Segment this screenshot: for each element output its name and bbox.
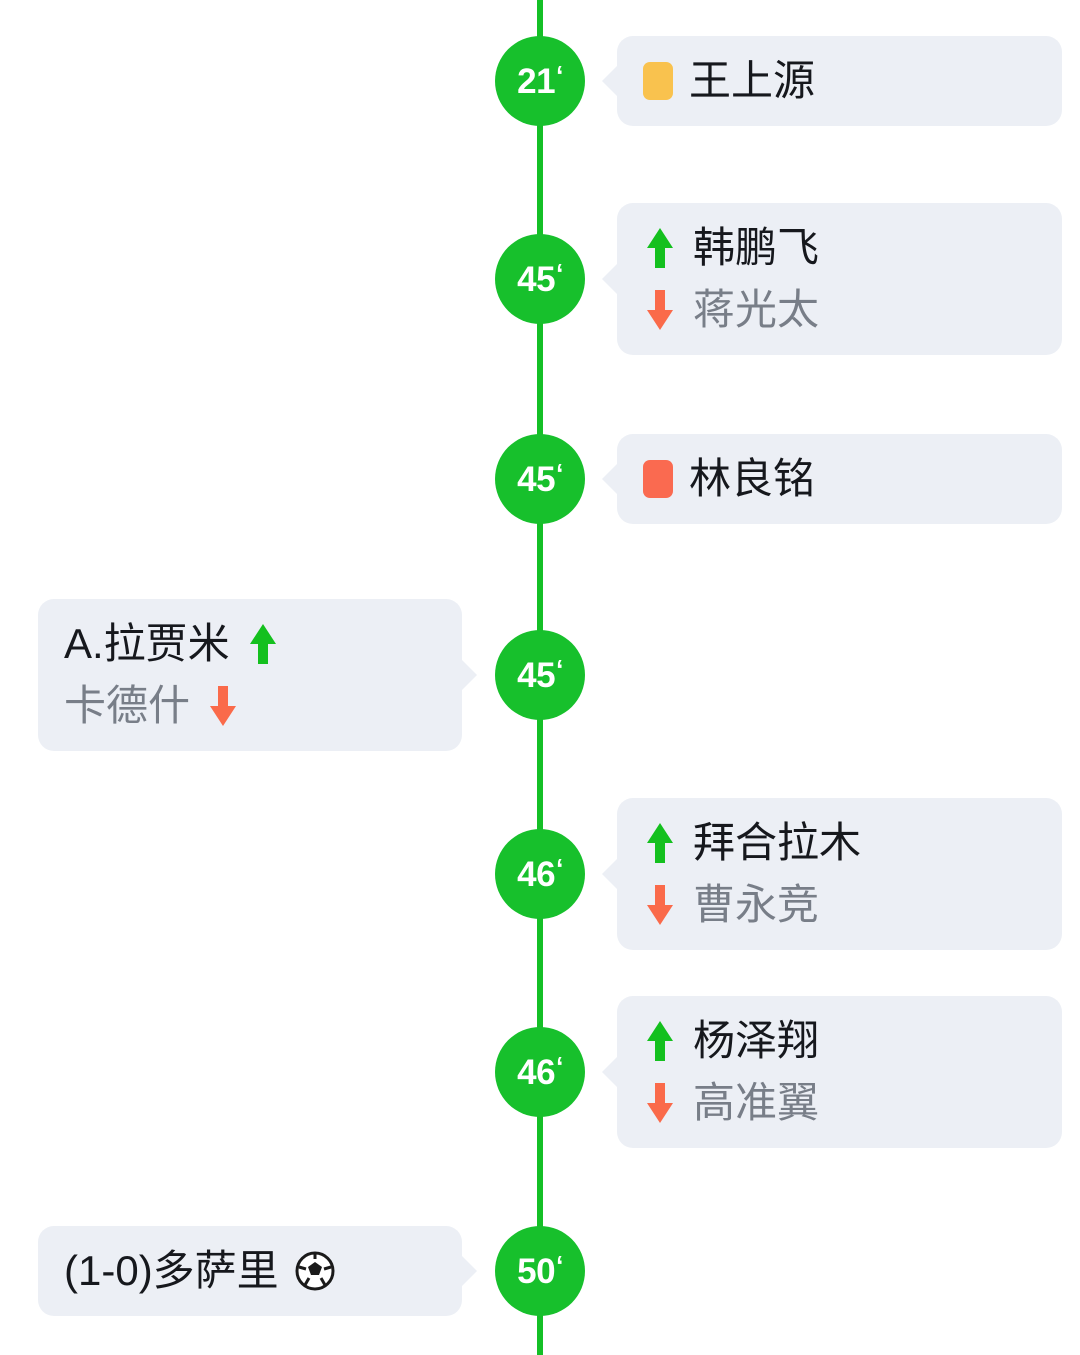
- event-line: 拜合拉木: [643, 812, 1036, 874]
- minute-value: 45‘: [517, 457, 563, 499]
- yellow-card-icon: [643, 62, 673, 100]
- player-name: 林良铭: [689, 455, 816, 502]
- event-line: 蒋光太: [643, 279, 1036, 341]
- minute-suffix: ‘: [556, 1249, 563, 1280]
- minute-suffix: ‘: [556, 852, 563, 883]
- soccer-ball-icon: [295, 1251, 335, 1291]
- event-card-substitution[interactable]: A.拉贾米卡德什: [38, 599, 462, 751]
- event-card-substitution[interactable]: 杨泽翔高准翼: [617, 996, 1062, 1148]
- sub-in-arrow-icon: [246, 622, 280, 666]
- red-card-icon: [643, 460, 673, 498]
- event-card-card[interactable]: 林良铭: [617, 434, 1062, 524]
- event-card-substitution[interactable]: 拜合拉木曹永竞: [617, 798, 1062, 950]
- minute-marker[interactable]: 46‘: [495, 829, 585, 919]
- minute-suffix: ‘: [556, 653, 563, 684]
- minute-suffix: ‘: [556, 59, 563, 90]
- event-line: 韩鹏飞: [643, 217, 1036, 279]
- sub-out-arrow-icon: [643, 288, 677, 332]
- minute-marker[interactable]: 46‘: [495, 1027, 585, 1117]
- minute-value: 46‘: [517, 852, 563, 894]
- player-name: 高准翼: [693, 1079, 820, 1126]
- minute-suffix: ‘: [556, 257, 563, 288]
- sub-out-arrow-icon: [643, 883, 677, 927]
- event-card-card[interactable]: 王上源: [617, 36, 1062, 126]
- event-line: 曹永竞: [643, 874, 1036, 936]
- minute-suffix: ‘: [556, 1050, 563, 1081]
- player-name: 蒋光太: [693, 286, 820, 333]
- player-name: A.拉贾米: [64, 620, 230, 667]
- player-name: (1-0)多萨里: [64, 1247, 279, 1294]
- event-line: 卡德什: [64, 675, 436, 737]
- event-line: 高准翼: [643, 1072, 1036, 1134]
- minute-value: 45‘: [517, 257, 563, 299]
- player-name: 拜合拉木: [693, 819, 862, 866]
- yellow-card-glyph: [643, 62, 673, 100]
- sub-out-arrow-icon: [206, 684, 240, 728]
- minute-marker[interactable]: 45‘: [495, 434, 585, 524]
- event-card-goal[interactable]: (1-0)多萨里: [38, 1226, 462, 1316]
- sub-out-arrow-icon: [643, 1081, 677, 1125]
- minute-value: 45‘: [517, 653, 563, 695]
- player-name: 卡德什: [64, 682, 191, 729]
- minute-marker[interactable]: 45‘: [495, 630, 585, 720]
- event-line: (1-0)多萨里: [64, 1240, 436, 1302]
- player-name: 王上源: [689, 57, 816, 104]
- event-card-substitution[interactable]: 韩鹏飞蒋光太: [617, 203, 1062, 355]
- sub-in-arrow-icon: [643, 821, 677, 865]
- event-line: 林良铭: [643, 448, 1036, 510]
- event-line: A.拉贾米: [64, 613, 436, 675]
- event-line: 杨泽翔: [643, 1010, 1036, 1072]
- player-name: 韩鹏飞: [693, 224, 820, 271]
- sub-in-arrow-icon: [643, 1019, 677, 1063]
- player-name: 曹永竞: [693, 881, 820, 928]
- red-card-glyph: [643, 460, 673, 498]
- minute-value: 50‘: [517, 1249, 563, 1291]
- player-name: 杨泽翔: [693, 1017, 820, 1064]
- event-line: 王上源: [643, 50, 1036, 112]
- minute-value: 46‘: [517, 1050, 563, 1092]
- minute-marker[interactable]: 21‘: [495, 36, 585, 126]
- minute-suffix: ‘: [556, 457, 563, 488]
- sub-in-arrow-icon: [643, 226, 677, 270]
- minute-value: 21‘: [517, 59, 563, 101]
- minute-marker[interactable]: 50‘: [495, 1226, 585, 1316]
- minute-marker[interactable]: 45‘: [495, 234, 585, 324]
